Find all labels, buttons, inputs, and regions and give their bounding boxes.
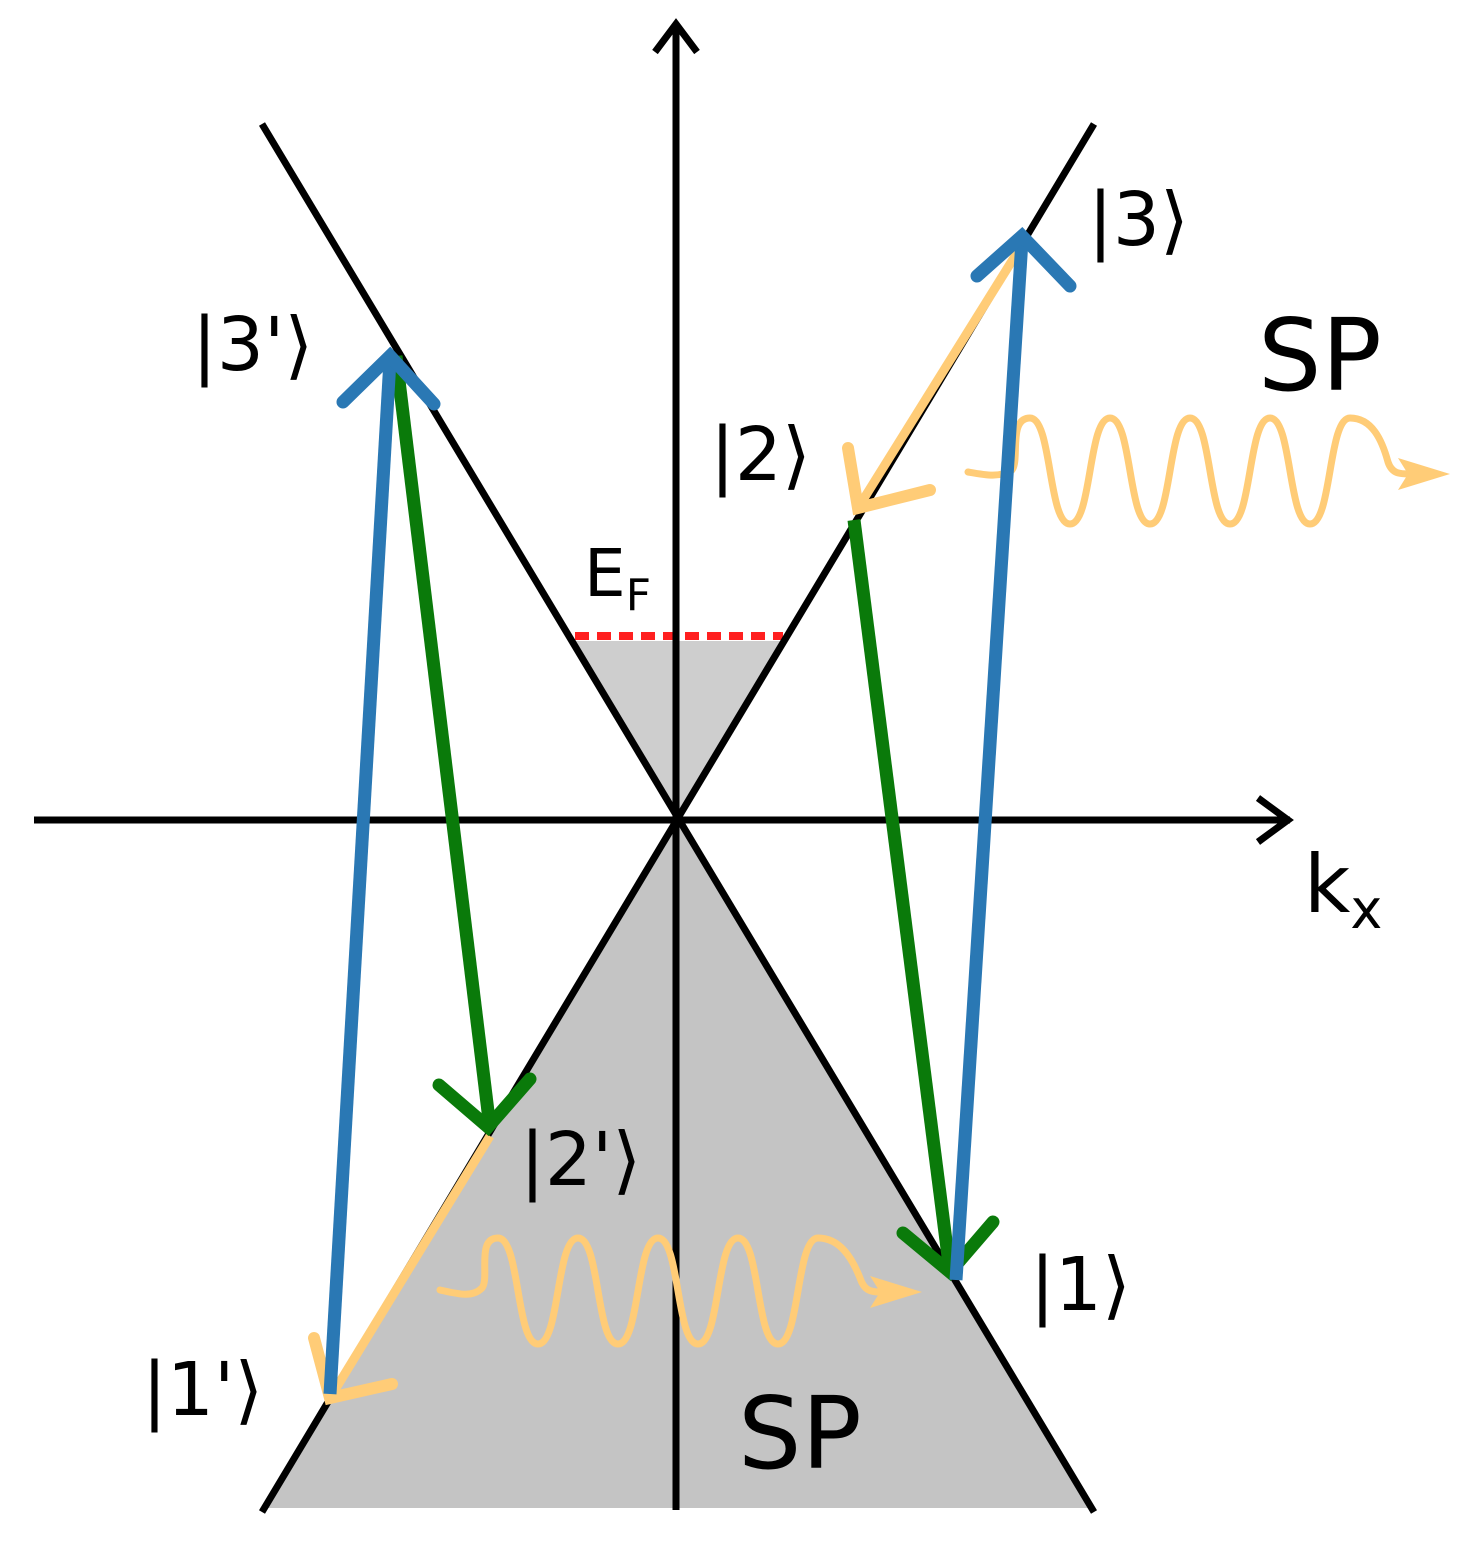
blue-transition-right — [949, 239, 1029, 1281]
fermi-energy-label: EF — [584, 535, 651, 621]
state-label-1: |1⟩ — [1030, 1242, 1131, 1328]
kx-axis-arrow-head-icon — [1255, 795, 1294, 845]
state-label-2: |2⟩ — [710, 412, 811, 498]
green-transition-left-arrow-head-icon — [432, 1072, 537, 1137]
kx-axis-label: kx — [1304, 838, 1382, 941]
blue-transition-left-arrow-head-icon — [336, 346, 441, 411]
green-transition-right — [847, 519, 957, 1273]
blue-transition-left — [323, 359, 397, 1395]
energy-axis-arrow-head-icon — [652, 18, 700, 55]
plasmon-transition-left — [326, 1133, 494, 1401]
sp-label-lower: SP — [738, 1375, 862, 1492]
wavy-arrow-icon-lower — [436, 1234, 922, 1348]
blue-transition-right-arrow-head-icon — [970, 226, 1077, 293]
sp-label-upper: SP — [1258, 297, 1382, 414]
state-label-1-prime: |1'⟩ — [142, 1347, 263, 1433]
plasmon-transition-left-arrow-head-icon — [308, 1332, 398, 1406]
plasmon-transition-right-arrow-head-icon — [842, 442, 936, 516]
green-transition-left — [389, 355, 497, 1129]
state-label-3-prime: |3'⟩ — [192, 302, 313, 388]
state-label-3: |3⟩ — [1088, 177, 1189, 263]
plasmon-transition-right — [854, 245, 1024, 511]
wavy-arrow-icon-upper — [964, 414, 1450, 528]
state-label-2-prime: |2'⟩ — [520, 1117, 641, 1203]
